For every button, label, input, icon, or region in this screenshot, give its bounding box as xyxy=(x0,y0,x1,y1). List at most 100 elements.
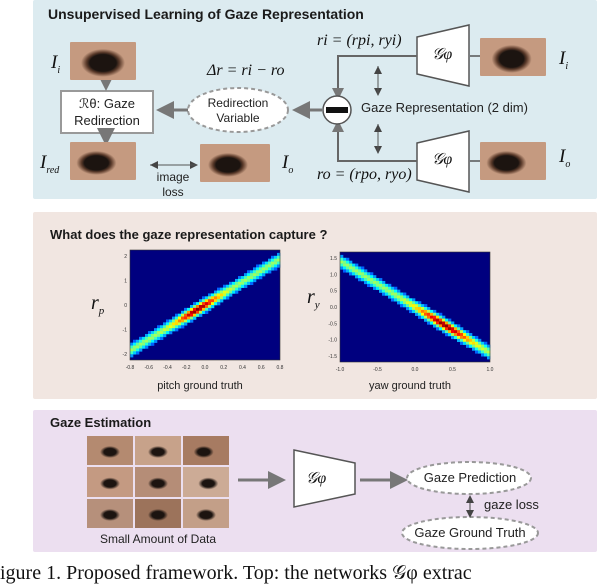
heatmap-cell xyxy=(160,333,164,338)
heatmap-cell xyxy=(466,341,470,345)
heatmap-cell xyxy=(367,278,371,282)
heatmap-cell xyxy=(229,290,233,294)
heatmap-cell xyxy=(382,292,386,296)
heatmap-cell xyxy=(277,264,281,268)
heatmap-cell xyxy=(238,281,242,286)
heatmap-cell xyxy=(214,302,218,306)
heatmap-cell xyxy=(358,266,362,270)
heatmap-cell xyxy=(154,339,158,343)
heatmap-cell xyxy=(472,335,476,340)
heatmap-cell xyxy=(211,299,215,303)
heatmap-cell xyxy=(388,292,392,296)
heatmap-cell xyxy=(463,335,467,340)
x-tick-label: -0.4 xyxy=(163,365,172,371)
heatmap-cell xyxy=(469,341,473,345)
heatmap-cell xyxy=(250,270,254,274)
heatmap-cell xyxy=(409,309,413,314)
heatmap-cell xyxy=(487,356,491,360)
heatmap-cell xyxy=(454,324,458,328)
heatmap-cell xyxy=(355,269,359,273)
heatmap-cell xyxy=(433,309,437,314)
heatmap-cell xyxy=(376,283,380,288)
heatmap-cell xyxy=(250,273,254,277)
gaze-ground-truth-label: Gaze Ground Truth xyxy=(414,525,526,540)
heatmap-cell xyxy=(370,272,374,276)
heatmap-cell xyxy=(460,333,464,337)
panel3-diagram xyxy=(238,449,539,550)
heatmap-cell xyxy=(163,325,167,329)
heatmap-cell xyxy=(418,301,422,305)
heatmap-cell xyxy=(160,336,164,341)
heatmap-cell xyxy=(430,309,434,314)
heatmap-cell xyxy=(175,328,179,332)
heatmap-cell xyxy=(409,307,413,311)
heatmap-cell xyxy=(406,295,410,299)
heatmap-cell xyxy=(235,281,239,286)
heatmap-cell xyxy=(430,312,434,316)
heatmap-cell xyxy=(244,278,248,283)
heatmap-cell xyxy=(433,324,437,328)
heatmap-cell xyxy=(400,292,404,296)
heatmap-cell xyxy=(442,318,446,322)
heatmap-cell xyxy=(373,280,377,285)
heatmap-cell xyxy=(154,336,158,341)
eye-image-output-right xyxy=(480,142,546,180)
heatmap-cell xyxy=(268,261,272,265)
y-tick-label: -1.0 xyxy=(328,338,337,344)
heatmap-cell xyxy=(205,299,209,303)
heatmap-cell xyxy=(442,321,446,325)
heatmap-cell xyxy=(214,299,218,303)
heatmap-cell xyxy=(355,266,359,270)
heatmap-cell xyxy=(178,322,182,326)
heatmap-cell xyxy=(154,328,158,332)
y-tick-label: -1 xyxy=(123,328,128,334)
heatmap-cell xyxy=(463,341,467,345)
heatmap-cell xyxy=(349,263,353,267)
heatmap-cell xyxy=(175,322,179,326)
heatmap-cell xyxy=(403,301,407,305)
heatmap-cell xyxy=(199,302,203,306)
heatmap-cell xyxy=(346,269,350,273)
heatmap-cell xyxy=(415,312,419,316)
heatmap-cell xyxy=(397,298,401,302)
heatmap-cell xyxy=(232,290,236,294)
heatmap-cell xyxy=(448,318,452,322)
heatmap-cell xyxy=(262,273,266,277)
heatmap-cell xyxy=(472,347,476,351)
label-I-o-left: Io xyxy=(282,152,294,176)
heatmap-cell xyxy=(259,264,263,268)
heatmap-cell xyxy=(253,278,257,283)
heatmap-cell xyxy=(133,339,137,343)
heatmap-cell xyxy=(487,347,491,351)
heatmap-cell xyxy=(184,307,188,312)
heatmap-cell xyxy=(196,313,200,317)
heatmap-cell xyxy=(199,313,203,317)
heatmap-cell xyxy=(232,287,236,291)
panel1-title: Unsupervised Learning of Gaze Representa… xyxy=(48,6,364,22)
y-tick-label: -1.5 xyxy=(328,354,337,360)
heatmap-cell xyxy=(277,261,281,265)
gaze-loss-label: gaze loss xyxy=(484,497,539,512)
heatmap-cell xyxy=(373,278,377,282)
x-tick-label: 0.6 xyxy=(258,365,265,371)
heatmap-cell xyxy=(340,254,344,259)
heatmap-cell xyxy=(451,327,455,331)
heatmap-cell xyxy=(412,304,416,308)
heatmap-cell xyxy=(358,275,362,279)
heatmap-cell xyxy=(394,289,398,293)
heatmap-cell xyxy=(445,327,449,331)
heatmap-cell xyxy=(418,312,422,316)
heatmap-cell xyxy=(457,324,461,328)
heatmap-cell xyxy=(463,333,467,337)
rp-axis-label: rp xyxy=(91,292,105,317)
heatmap-cell xyxy=(457,333,461,337)
heatmap-cell xyxy=(376,278,380,282)
heatmap-cell xyxy=(262,261,266,265)
heatmap-cell xyxy=(451,324,455,328)
heatmap-cell xyxy=(193,302,197,306)
heatmap-cell xyxy=(466,338,470,343)
heatmap-cell xyxy=(265,261,269,265)
heatmap-cell xyxy=(142,339,146,343)
heatmap-cell xyxy=(133,351,137,355)
heatmap-cell xyxy=(139,336,143,341)
